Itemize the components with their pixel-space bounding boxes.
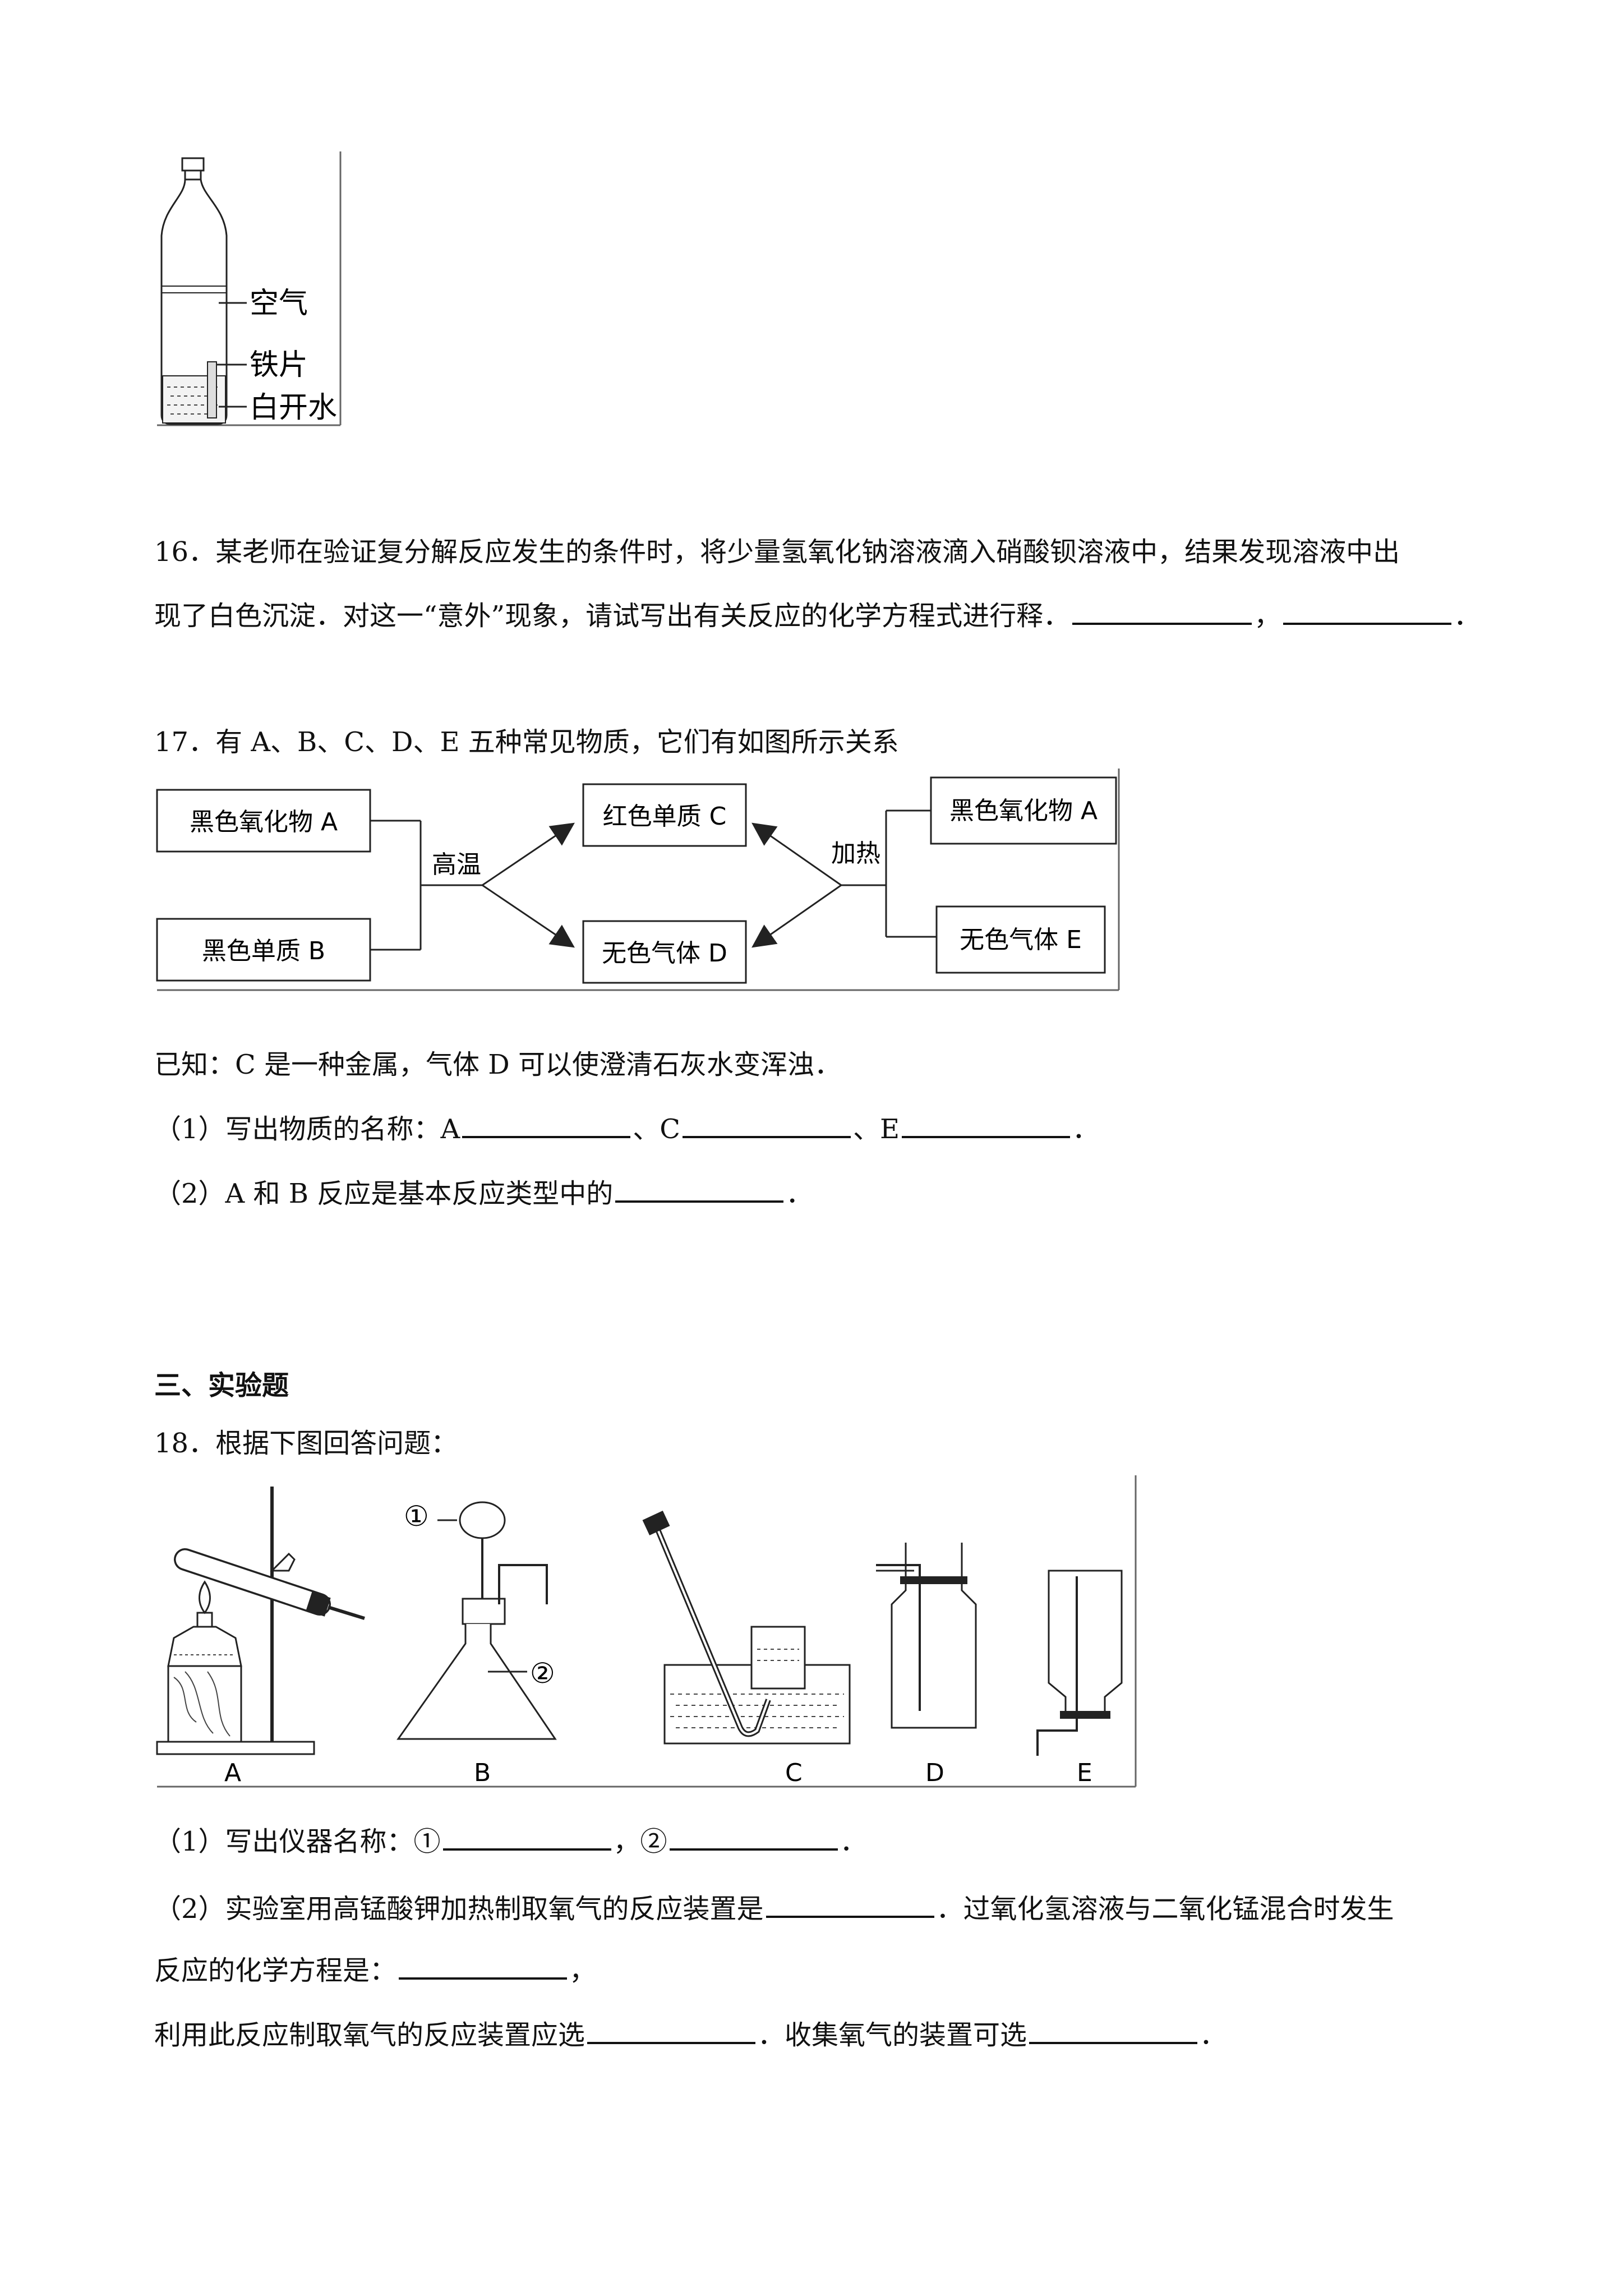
q18-sub2-tail-1: ．过氧化氢溶液与二氧化锰混合时发生 [936, 1893, 1394, 1925]
box-black-element-b [156, 918, 371, 982]
svg-text:红色单质 C: 红色单质 C [603, 802, 727, 831]
q18-sub2-line3: 利用此反应制取氧气的反应装置应选 ．收集氧气的装置可选 ． [154, 2008, 1227, 2062]
apparatus-b: ① ② B [396, 1500, 557, 1787]
q18-blank-6[interactable] [1029, 2012, 1198, 2044]
label-heat: 加热 [831, 839, 880, 868]
box-colorless-gas-e [935, 905, 1106, 974]
label-iron: 铁片 [250, 348, 308, 382]
box-black-oxide-a-left [156, 789, 371, 853]
q18-blank-2[interactable] [669, 1818, 838, 1851]
q18-sub2-end-3: ． [1200, 2019, 1227, 2051]
svg-text:无色气体 D: 无色气体 D [602, 939, 727, 968]
q17-blank-c[interactable] [682, 1106, 851, 1138]
svg-text:黑色氧化物 A: 黑色氧化物 A [949, 797, 1098, 825]
q17-stem: 17．有 A、B、C、D、E 五种常见物质，它们有如图所示关系 [154, 715, 899, 769]
q16-text-2: 现了白色沉淀．对这一“意外”现象，请试写出有关反应的化学方程式进行释． [154, 600, 1071, 632]
q16-blank-2[interactable] [1283, 592, 1452, 625]
q18-sub2-text-3: 利用此反应制取氧气的反应装置应选 [154, 2019, 585, 2051]
q16-text-1: 16．某老师在验证复分解反应发生的条件时，将少量氢氧化钠溶液滴入硝酸钡溶液中，结… [154, 536, 1400, 568]
apparatus-c: C [642, 1510, 851, 1787]
q18-sub1-end: ． [840, 1826, 867, 1857]
q17-sub2: （2）A 和 B 反应是基本反应类型中的 ． [154, 1167, 813, 1221]
q17-sub1-prefix: （1）写出物质的名称：A [154, 1114, 460, 1145]
q18-apparatus-figure: A ① ② B C D E [156, 1475, 1137, 1788]
q18-sub2-text-2: 反应的化学方程是： [154, 1955, 397, 1986]
q18-blank-5[interactable] [587, 2012, 756, 2044]
svg-text:黑色氧化物 A: 黑色氧化物 A [190, 808, 338, 836]
box-colorless-gas-d [582, 920, 747, 984]
box-red-element-c [582, 783, 747, 847]
section-title: 三、实验题 [154, 1370, 289, 1401]
q18-sub1: （1）写出仪器名称：① ，② ． [154, 1815, 867, 1869]
q17-sub2-end: ． [786, 1178, 813, 1209]
q17-known-text: 已知：C 是一种金属，气体 D 可以使澄清石灰水变浑浊． [154, 1049, 841, 1080]
q18-sub2-line1: （2）实验室用高锰酸钾加热制取氧气的反应装置是 ．过氧化氢溶液与二氧化锰混合时发生 [154, 1882, 1394, 1936]
apparatus-d: D [876, 1543, 977, 1787]
q16-comma: ， [1254, 600, 1281, 632]
bottle-figure: 空气 铁片 白开水 [157, 151, 342, 426]
q18-blank-3[interactable] [766, 1885, 934, 1918]
q17-sub1: （1）写出物质的名称：A 、C 、E ． [154, 1102, 1099, 1156]
label-air: 空气 [250, 287, 308, 320]
box-black-oxide-a-right [930, 776, 1117, 845]
q16-line2: 现了白色沉淀．对这一“意外”现象，请试写出有关反应的化学方程式进行释． ， ． [154, 589, 1481, 643]
label-a: A [224, 1759, 241, 1787]
label-c: C [785, 1759, 803, 1787]
q16-line1: 16．某老师在验证复分解反应发生的条件时，将少量氢氧化钠溶液滴入硝酸钡溶液中，结… [154, 525, 1400, 579]
q16-blank-1[interactable] [1072, 592, 1252, 625]
q16-period: ． [1454, 600, 1481, 632]
q18-sub2-mid-3: ．收集氧气的装置可选 [758, 2019, 1027, 2051]
q17-sub2-prefix: （2）A 和 B 反应是基本反应类型中的 [154, 1178, 614, 1209]
label-high-temp: 高温 [432, 850, 481, 879]
label-d: D [925, 1759, 944, 1787]
svg-text:无色气体 E: 无色气体 E [960, 926, 1082, 954]
label-b: B [474, 1759, 491, 1787]
q18-stem: 18．根据下图回答问题： [154, 1416, 458, 1470]
q17-blank-a[interactable] [462, 1106, 631, 1138]
q17-blank-e[interactable] [902, 1106, 1070, 1138]
label-e: E [1077, 1759, 1092, 1787]
q18-sub2-text-1: （2）实验室用高锰酸钾加热制取氧气的反应装置是 [154, 1893, 764, 1925]
q17-sub1-end: ． [1072, 1114, 1100, 1145]
q18-blank-1[interactable] [442, 1818, 611, 1851]
label-water: 白开水 [250, 391, 337, 425]
q18-sub1-prefix: （1）写出仪器名称：① [154, 1826, 441, 1857]
q17-relationship-diagram: 黑色氧化物 A 黑色单质 B 高温 红色单质 C 无色气体 D 加热 黑色氧化物… [156, 769, 1120, 991]
q18-sub1-mid: ，② [613, 1826, 667, 1857]
q17-sub1-sep1: 、C [633, 1114, 680, 1145]
q17-blank-type[interactable] [615, 1170, 784, 1203]
q17-stem-text: 17．有 A、B、C、D、E 五种常见物质，它们有如图所示关系 [154, 726, 899, 758]
q18-sub2-tail-2: ， [569, 1955, 597, 1986]
q18-sub2-line2: 反应的化学方程是： ， [154, 1944, 596, 1998]
q17-sub1-sep2: 、E [852, 1114, 900, 1145]
apparatus-a: A [156, 1487, 365, 1787]
q18-stem-text: 18．根据下图回答问题： [154, 1428, 458, 1459]
mark-1: ① [404, 1500, 429, 1533]
svg-text:黑色单质 B: 黑色单质 B [202, 937, 325, 965]
q18-blank-4[interactable] [399, 1947, 568, 1980]
mark-2: ② [530, 1657, 555, 1690]
q17-known: 已知：C 是一种金属，气体 D 可以使澄清石灰水变浑浊． [154, 1038, 841, 1092]
apparatus-e: E [1036, 1570, 1123, 1787]
